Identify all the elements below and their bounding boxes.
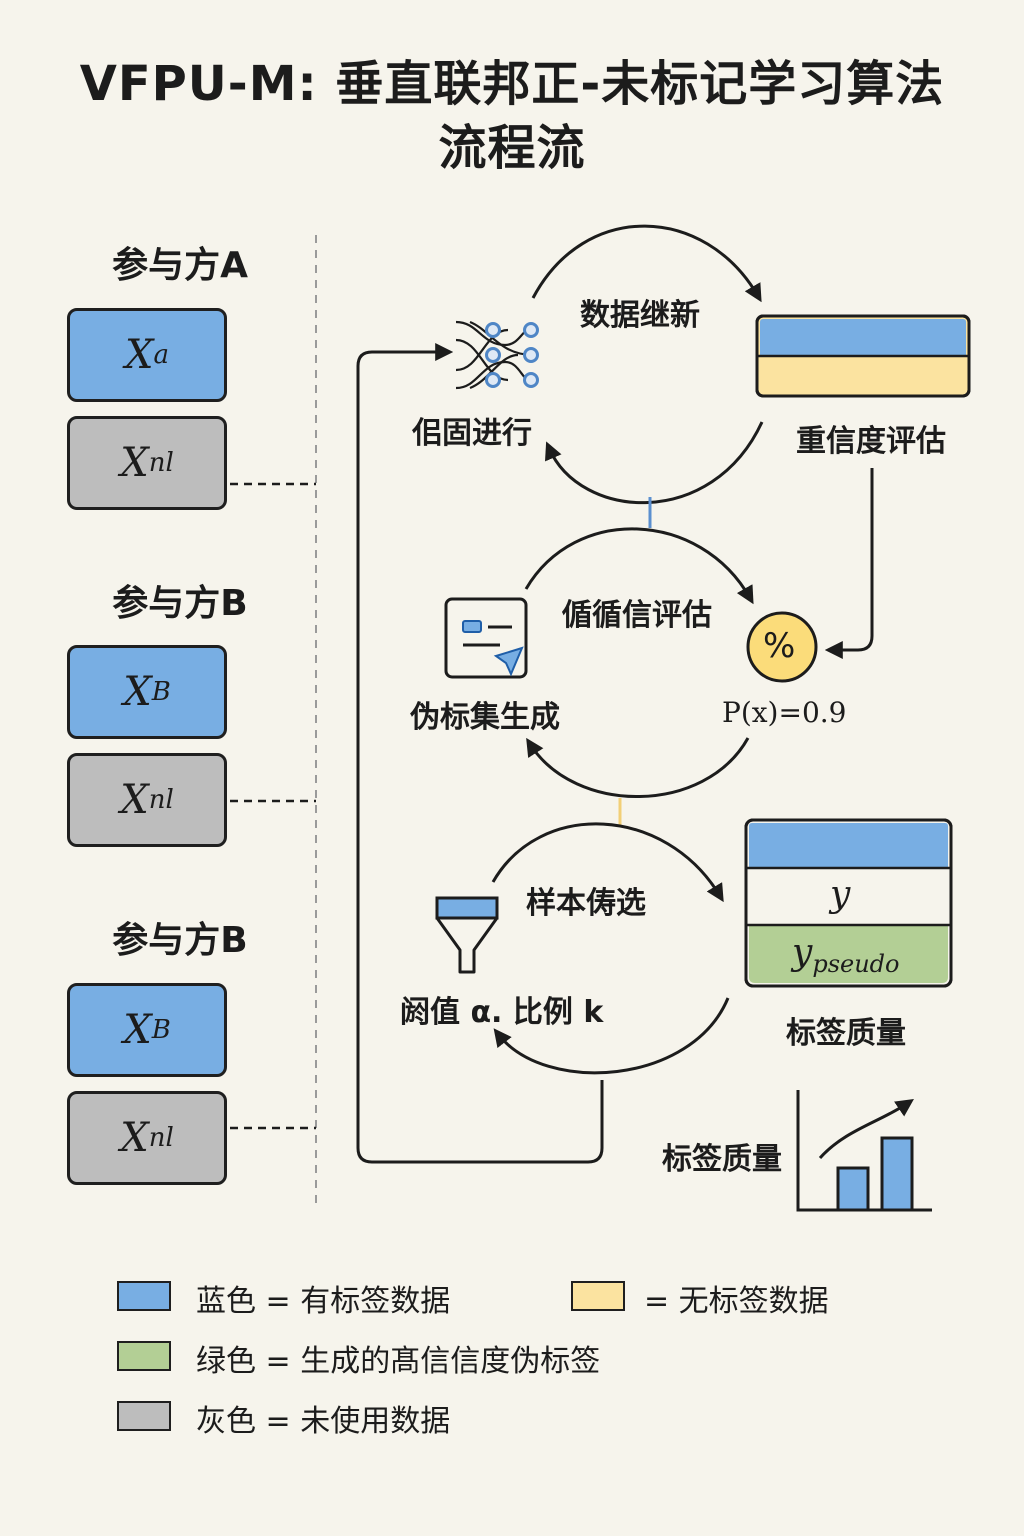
legend-text-green: 绿色 = 生成的髙信信度伪标签 <box>196 1344 601 1379</box>
confidence-arrow <box>824 468 874 659</box>
cycle3-top-label: 样本俦选 <box>526 886 646 921</box>
party-b1-labeled-var: X <box>123 669 152 715</box>
table-label-y-pseudo: ypseudo <box>792 932 900 978</box>
y-pseudo-sub: pseudo <box>812 950 900 979</box>
cycle1-bottom-arc <box>545 421 764 505</box>
party-b2-title: 参与方B <box>112 920 248 961</box>
party-b1-title: 参与方B <box>112 583 248 624</box>
party-a-labeled-sub: a <box>153 340 169 370</box>
party-a-unlabeled-sub: nl <box>148 448 174 478</box>
party-b1-labeled-sub: B <box>151 677 171 707</box>
quality-chart-label: 标签质量 <box>662 1142 782 1177</box>
party-b1-unlabeled-sub: nl <box>148 785 174 815</box>
cycle1-right-label: 重信度评估 <box>796 424 946 459</box>
cycle2-bottom-arc <box>526 737 750 798</box>
y-pseudo-base: y <box>792 932 813 973</box>
legend-text-blue: 蓝色 = 有标签数据 <box>196 1284 451 1319</box>
legend-text-gray: 灰色 = 未使用数据 <box>196 1404 451 1439</box>
legend-swatch-gray <box>117 1401 171 1431</box>
bar-chart-icon <box>796 1090 932 1212</box>
percent-icon <box>746 611 818 683</box>
party-a-labeled-var: X <box>125 332 154 378</box>
party-b2-labeled-sub: B <box>151 1015 171 1045</box>
legend-swatch-yellow <box>571 1281 625 1311</box>
form-cursor-icon <box>444 597 528 679</box>
cycle1-top-label: 数据继新 <box>580 298 700 333</box>
cycle3-top-arc <box>491 822 724 903</box>
title-line-1: VFPU-M: 垂直联邦正-未标记学习算法 <box>79 56 945 112</box>
title-line-2: 流程流 <box>438 120 586 176</box>
legend-swatch-blue <box>117 1281 171 1311</box>
party-a-title: 参与方A <box>112 245 248 286</box>
cycle2-top-arc <box>524 527 754 605</box>
neural-network-icon <box>455 320 539 390</box>
cycle2-left-label: 伪标集生成 <box>410 700 560 735</box>
feedback-loop-arrow <box>356 343 604 1164</box>
percent-symbol: % <box>763 626 796 666</box>
party-b2-unlabeled-sub: nl <box>148 1123 174 1153</box>
data-table-icon <box>755 314 971 398</box>
legend-swatch-green <box>117 1341 171 1371</box>
label-quality-table <box>744 818 953 988</box>
cycle1-top-arc <box>531 224 762 303</box>
funnel-icon <box>435 896 499 974</box>
cycle3-left-label: 阏值 α. 比例 k <box>400 995 604 1030</box>
probability-formula: P(x)=0.9 <box>722 696 847 729</box>
party-b2-labeled-var: X <box>123 1007 152 1053</box>
party-b2-unlabeled-var: X <box>120 1115 149 1161</box>
page-title: VFPU-M: 垂直联邦正-未标记学习算法 流程流 <box>0 52 1024 180</box>
party-b1-unlabeled-var: X <box>120 777 149 823</box>
table-caption: 标签质量 <box>786 1016 906 1051</box>
cycle3-bottom-arc <box>493 997 730 1075</box>
party-a-unlabeled-var: X <box>120 440 149 486</box>
cycle2-top-label: 偱循信评估 <box>562 598 712 633</box>
legend-text-yellow: = 无标签数据 <box>644 1284 829 1319</box>
cycle1-left-label: 佀固进行 <box>412 416 532 451</box>
table-label-y: y <box>830 874 851 915</box>
